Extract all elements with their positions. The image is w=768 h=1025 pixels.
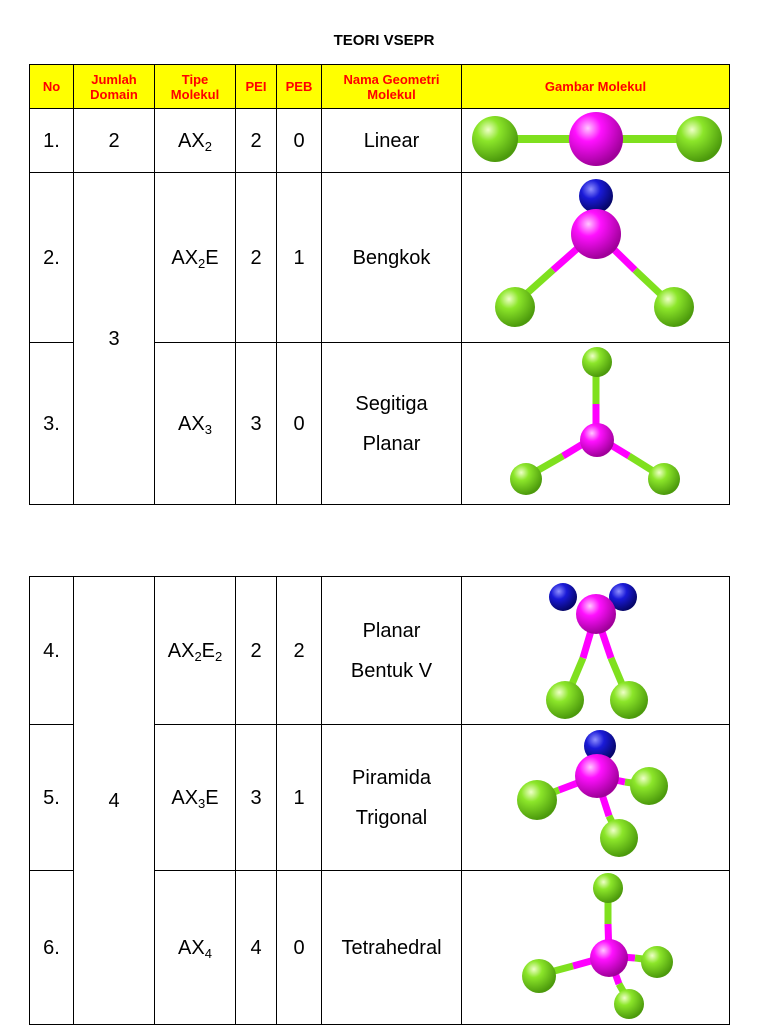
- cell-peb: 0: [276, 108, 322, 173]
- bent-v-molecule-image: [545, 582, 648, 719]
- table-row: 1. 2 AX2 2 0 Linear: [29, 108, 730, 173]
- cell-molecule-image: [461, 870, 730, 1025]
- cell-pei: 3: [235, 342, 277, 505]
- linear-molecule-image: [471, 111, 722, 166]
- cell-molecule-image: [461, 724, 730, 871]
- cell-peb: 0: [276, 870, 322, 1025]
- page-title: TEORI VSEPR: [333, 32, 435, 49]
- cell-peb: 0: [276, 342, 322, 505]
- cell-geometry: Bengkok: [321, 172, 462, 343]
- cell-molecule-image: [461, 172, 730, 343]
- cell-pei: 3: [235, 724, 277, 871]
- cell-peb: 1: [276, 172, 322, 343]
- cell-pei: 2: [235, 108, 277, 173]
- cell-type: AX2: [154, 108, 236, 173]
- cell-domain: 4: [73, 576, 155, 1025]
- cell-pei: 2: [235, 576, 277, 725]
- cell-type: AX3E: [154, 724, 236, 871]
- cell-geometry: Tetrahedral: [321, 870, 462, 1025]
- cell-pei: 2: [235, 172, 277, 343]
- tetrahedral-molecule-image: [521, 872, 673, 1019]
- cell-no: 1.: [29, 108, 74, 173]
- cell-no: 2.: [29, 172, 74, 343]
- table-row: 2. 3 AX2E 2 1 Bengkok: [29, 172, 730, 505]
- cell-domain: 3: [73, 172, 155, 505]
- cell-molecule-image: [461, 108, 730, 173]
- cell-geometry: Linear: [321, 108, 462, 173]
- cell-molecule-image: [461, 576, 730, 725]
- cell-no: 4.: [29, 576, 74, 725]
- cell-peb: 2: [276, 576, 322, 725]
- header-peb: PEB: [276, 64, 322, 109]
- trigonal-pyramidal-molecule-image: [516, 729, 668, 857]
- cell-peb: 1: [276, 724, 322, 871]
- cell-pei: 4: [235, 870, 277, 1025]
- cell-domain: 2: [73, 108, 155, 173]
- cell-no: 6.: [29, 870, 74, 1025]
- bent-molecule-image: [494, 178, 694, 327]
- cell-type: AX3: [154, 342, 236, 505]
- trigonal-planar-molecule-image: [509, 346, 680, 495]
- header-pei: PEI: [235, 64, 277, 109]
- cell-molecule-image: [461, 342, 730, 505]
- cell-type: AX2E: [154, 172, 236, 343]
- cell-type: AX4: [154, 870, 236, 1025]
- table-row: 6. AX4 4 0 Tetrahedral: [29, 870, 730, 1025]
- header-image: Gambar Molekul: [461, 64, 730, 109]
- cell-no: 5.: [29, 724, 74, 871]
- cell-type: AX2E2: [154, 576, 236, 725]
- header-no: No: [29, 64, 74, 109]
- cell-no: 3.: [29, 342, 74, 505]
